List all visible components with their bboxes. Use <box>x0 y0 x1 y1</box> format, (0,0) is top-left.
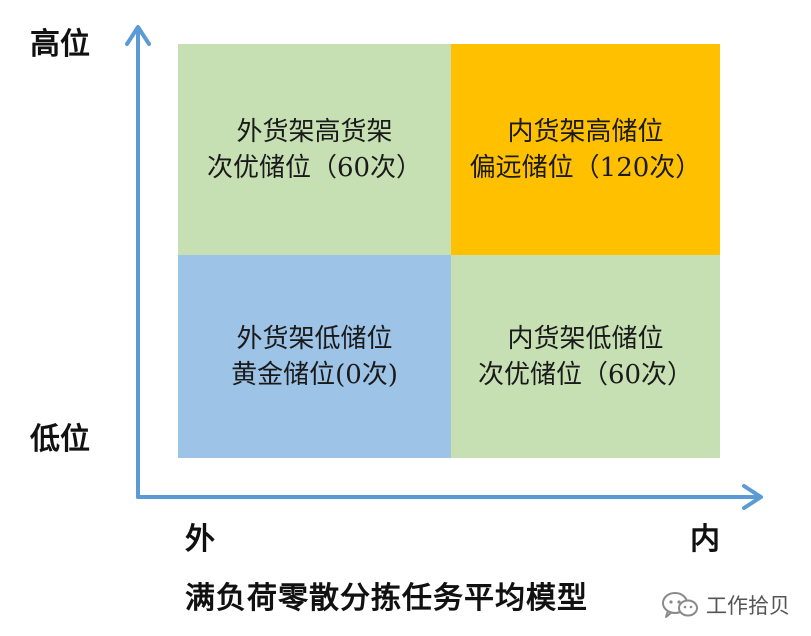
watermark: 工作拾贝 <box>660 590 790 620</box>
watermark-text: 工作拾贝 <box>706 595 790 618</box>
quadrant-label: 外货架高货架 次优储位（60次） <box>206 116 423 183</box>
x-axis-inner-label: 内 <box>690 522 720 557</box>
quadrant-label: 外货架低储位 黄金储位(0次) <box>231 323 398 390</box>
y-axis-high-label: 高位 <box>30 27 90 62</box>
y-axis-low-label: 低位 <box>30 422 90 457</box>
x-axis-outer-label: 外 <box>185 522 215 557</box>
wechat-icon <box>662 592 698 618</box>
x-axis-arrowhead <box>742 484 763 510</box>
quadrant-label: 内货架高储位 偏远储位（120次） <box>469 116 702 183</box>
quadrant-inner-low: 内货架低储位 次优储位（60次） <box>451 255 720 458</box>
y-axis-arrowhead <box>125 25 151 46</box>
diagram-title: 满负荷零散分拣任务平均模型 <box>185 581 588 616</box>
quadrant-label: 内货架低储位 次优储位（60次） <box>477 323 694 390</box>
quadrant-outer-low: 外货架低储位 黄金储位(0次) <box>178 255 451 458</box>
quadrant-inner-high: 内货架高储位 偏远储位（120次） <box>451 44 720 255</box>
quadrant-outer-high: 外货架高货架 次优储位（60次） <box>178 44 451 255</box>
